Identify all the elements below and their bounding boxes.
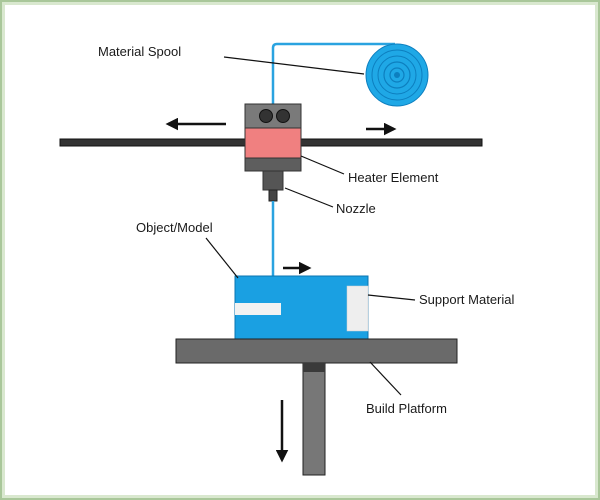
leader-support-material [367,294,416,301]
model-slot [235,303,281,315]
filament-line [271,42,395,104]
label-heater-element: Heater Element [348,170,439,185]
build-platform [175,338,458,476]
leader-build-platform [369,361,402,396]
nozzle-body [262,170,284,191]
leader-nozzle [284,187,334,208]
label-material-spool: Material Spool [98,44,181,59]
leader-material-spool [223,56,365,75]
label-object-model: Object/Model [136,220,213,235]
leader-object-model [205,237,239,279]
extruder-head [244,103,302,202]
extruder-base [244,157,302,172]
feed-roller-right [276,109,290,123]
label-support-material: Support Material [419,292,514,307]
support-material [346,285,369,332]
object-model [234,275,369,340]
label-nozzle: Nozzle [336,201,376,216]
material-spool [365,43,429,107]
heater-element [244,127,302,159]
feed-roller-left [259,109,273,123]
nozzle-tip [268,189,278,202]
platform-column-collar [303,363,325,372]
label-build-platform: Build Platform [366,401,447,416]
platform-column [302,362,326,476]
leader-heater-element [300,155,345,175]
